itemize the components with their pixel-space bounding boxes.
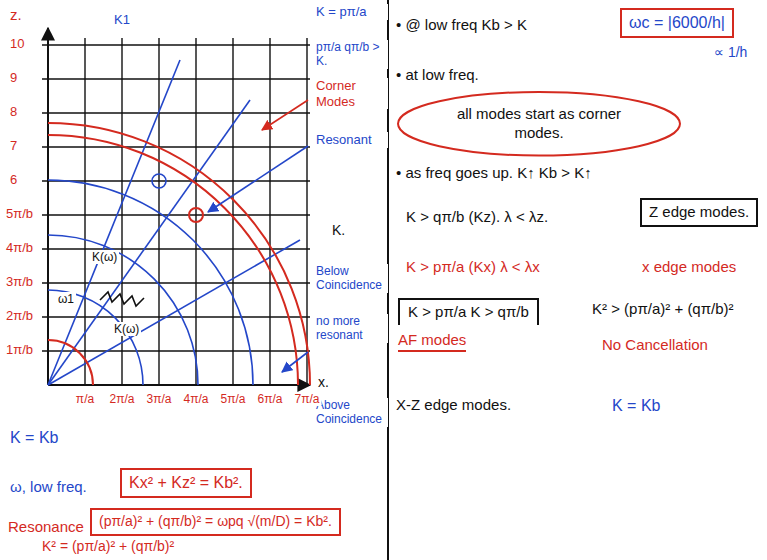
annotation-label: K = Kb — [610, 396, 662, 415]
red-arcs — [48, 123, 310, 385]
annotation-label: • as freq goes up. K↑ Kb > K↑ — [394, 164, 594, 182]
annotation-label: K(ω) — [112, 322, 141, 336]
annotation-label: Below Coincidence — [314, 264, 388, 293]
note-heading: AF modes — [398, 331, 466, 352]
boxed-note: Z edge modes. — [640, 198, 758, 227]
annotation-label: 2π/b — [4, 308, 35, 324]
note-text: Kx² + Kz² = Kb². — [129, 473, 243, 493]
annotation-label: K² = (pπ/a)² + (qπ/b)² — [40, 538, 176, 555]
annotation-label: K > qπ/b (Kz). λ < λz. — [404, 208, 550, 226]
annotation-label: X-Z edge modes. — [394, 396, 513, 414]
annotation-label: K = Kb — [8, 428, 60, 447]
annotation-label: • @ low freq Kb > K — [394, 16, 529, 34]
annotation-label: ω1 — [56, 292, 76, 306]
annotation-label: Resonance — [6, 518, 86, 536]
annotation-label: 3π/b — [4, 274, 35, 290]
axes — [48, 28, 310, 385]
annotation-label: Corner Modes — [314, 78, 388, 109]
annotation-label: Resonant — [314, 132, 388, 148]
annotation-label: • at low freq. — [394, 66, 481, 84]
boxed-note: K > pπ/a K > qπ/b AF modes — [398, 298, 539, 352]
grid-lines — [42, 38, 310, 385]
annotation-label: K(ω) — [90, 250, 119, 264]
annotation-label: 4π/a — [182, 392, 211, 406]
annotation-label: K = pπ/a — [314, 4, 388, 20]
annotation-label: x edge modes — [640, 258, 738, 276]
annotation-label: K² > (pπ/a)² + (qπ/b)² — [590, 300, 736, 318]
annotation-label: 1π/b — [4, 342, 35, 358]
annotation-label: 8 — [8, 104, 19, 120]
note-ellipse: all modes start as corner modes. — [396, 90, 682, 158]
boxed-note: (pπ/a)² + (qπ/b)² = ωpq √(m/D) = Kb². — [90, 508, 341, 536]
annotation-label: 9 — [8, 70, 19, 86]
annotation-label: ω, low freq. — [8, 478, 89, 496]
annotation-label: no more resonant — [314, 314, 388, 343]
annotation-label: 2π/a — [108, 392, 137, 406]
annotation-label: Above Coincidence — [314, 398, 388, 427]
annotation-label: 10 — [8, 36, 26, 52]
annotation-label: No Cancellation — [600, 336, 710, 354]
annotation-label: 3π/a — [145, 392, 174, 406]
annotation-label: 5π/b — [4, 206, 35, 222]
blue-arcs — [48, 60, 300, 385]
annotation-label: π/a — [74, 392, 96, 406]
note-text: ωc = |6000/h| — [629, 13, 725, 33]
leader-arrows — [208, 100, 308, 372]
annotation-label: 6 — [8, 172, 19, 188]
annotation-label: ∝ 1/h — [712, 44, 749, 61]
annotation-label: z. — [8, 6, 24, 24]
note-text: Z edge modes. — [649, 203, 749, 222]
annotation-label: x. — [316, 374, 331, 391]
ellipse-outline — [398, 92, 680, 156]
boxed-note: Kx² + Kz² = Kb². — [120, 468, 252, 498]
annotation-label: K1 — [112, 12, 132, 28]
annotation-label: K > pπ/a (Kx) λ < λx — [404, 258, 542, 276]
annotation-label: 4π/b — [4, 240, 35, 256]
note-text: all modes start as corner modes. — [444, 105, 634, 143]
annotation-label: 7 — [8, 138, 19, 154]
hatch-mark — [100, 292, 144, 306]
annotation-label: K. — [330, 222, 347, 239]
annotation-label: 5π/a — [219, 392, 248, 406]
annotation-label: pπ/a qπ/b > K. — [314, 40, 388, 69]
annotation-label: 7π/a — [293, 392, 322, 406]
annotation-label: 6π/a — [256, 392, 285, 406]
boxed-note: ωc = |6000/h| — [620, 8, 734, 38]
note-text: (pπ/a)² + (qπ/b)² = ωpq √(m/D) = Kb². — [99, 513, 332, 531]
note-text: K > pπ/a K > qπ/b — [398, 298, 539, 325]
